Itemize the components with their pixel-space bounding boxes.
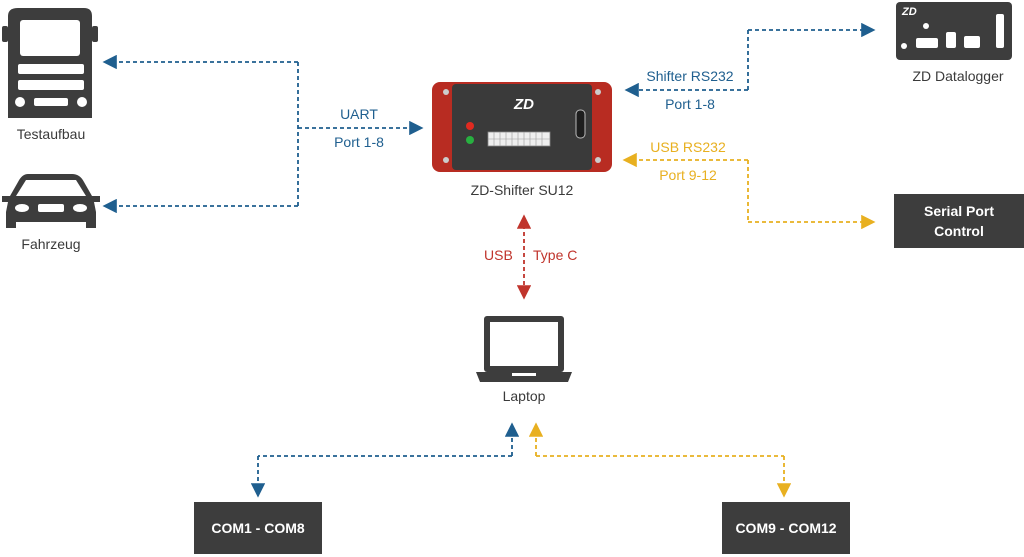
type-c-label: Type C <box>533 247 578 263</box>
car-icon <box>2 174 100 228</box>
fahrzeug-label: Fahrzeug <box>21 236 81 252</box>
shifter-device <box>432 82 612 172</box>
testaufbau-label: Testaufbau <box>16 126 86 142</box>
laptop-icon <box>476 316 572 382</box>
shifter-label: ZD-Shifter SU12 <box>470 182 574 198</box>
usb-rs232-label: USB RS232 <box>650 139 726 155</box>
usb-rs232-ports-label: Port 9-12 <box>659 167 717 183</box>
shifter-logo: ZD <box>514 96 534 113</box>
datalogger-logo: ZD <box>902 6 917 18</box>
datalogger-label: ZD Datalogger <box>912 68 1004 84</box>
com-left-box: COM1 - COM8 <box>194 502 322 554</box>
shifter-rs232-connector <box>624 22 876 98</box>
com-right-label: COM9 - COM12 <box>735 520 837 536</box>
truck-icon <box>2 8 98 118</box>
shifter-rs232-ports-label: Port 1-8 <box>665 96 715 112</box>
datalogger-icon <box>896 2 1012 60</box>
com-left-connector <box>250 422 520 498</box>
com-right-box: COM9 - COM12 <box>722 502 850 554</box>
usb-label: USB <box>484 247 513 263</box>
serial-port-control-box: Serial Port Control <box>894 194 1024 248</box>
shifter-rs232-label: Shifter RS232 <box>646 68 734 84</box>
serial-port-control-label: Serial Port Control <box>923 203 995 239</box>
uart-connector <box>102 54 424 214</box>
laptop-label: Laptop <box>502 388 546 404</box>
usb-rs232-connector <box>622 152 876 230</box>
com-right-connector <box>528 422 792 498</box>
com-left-label: COM1 - COM8 <box>211 520 305 536</box>
uart-ports-label: Port 1-8 <box>334 134 384 150</box>
uart-label: UART <box>340 106 378 122</box>
